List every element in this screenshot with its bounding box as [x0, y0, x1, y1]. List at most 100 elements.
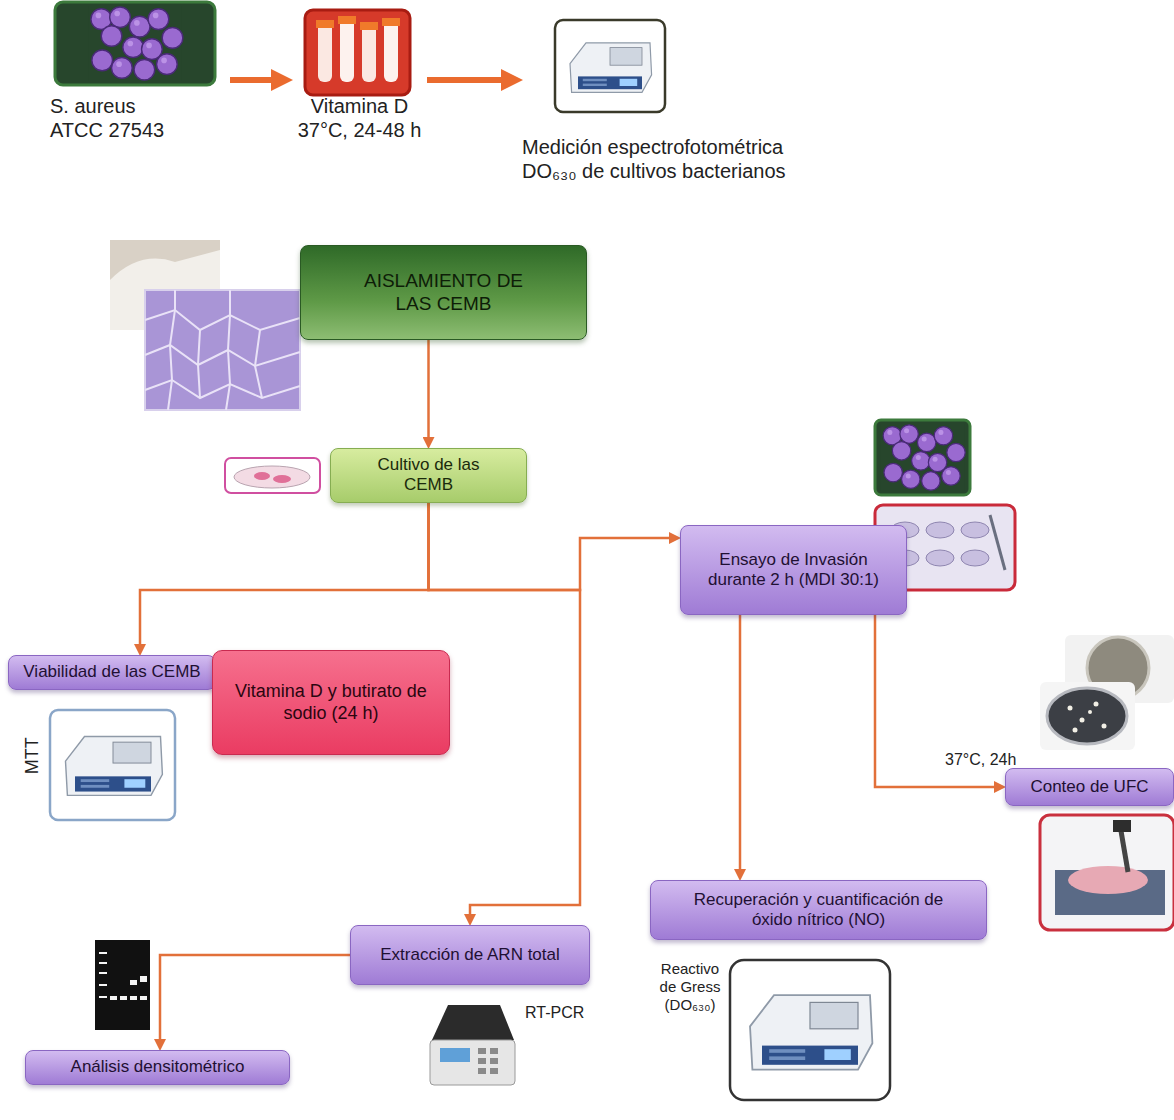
agar-plates [1047, 688, 1127, 744]
colony-counter [1068, 866, 1148, 894]
gel-image [99, 962, 107, 964]
colony-counter [1040, 815, 1174, 930]
petri-dish [254, 472, 270, 480]
agar-plates [1073, 728, 1078, 733]
bacteria-image [88, 6, 183, 81]
flow-arrow [429, 503, 581, 914]
box-text: Conteo de UFC [1030, 777, 1148, 797]
cell-plate-icon [926, 522, 954, 538]
thermocycler [490, 1068, 498, 1074]
spectrophotometer-mtt [50, 710, 175, 820]
process-box: Ensayo de Invasión durante 2 h (MDI 30:1… [680, 525, 907, 615]
gel-image [120, 996, 127, 1000]
process-box: Extracción de ARN total [350, 925, 590, 985]
flow-arrow [230, 77, 271, 83]
colony-counter [1113, 820, 1131, 832]
flow-arrow [429, 503, 670, 590]
process-box: Conteo de UFC [1005, 768, 1174, 806]
bacteria-icon [881, 424, 966, 491]
tubes-image [360, 22, 378, 30]
thermocycler [478, 1048, 498, 1074]
gel-image [99, 996, 107, 998]
box-text: Recuperación y cuantificación de óxido n… [691, 890, 946, 931]
gel-image [95, 940, 150, 1030]
thermocycler [478, 1068, 486, 1074]
petri-dish [273, 475, 291, 483]
box-text: Análisis densitométrico [71, 1057, 245, 1077]
cell-texture [145, 345, 300, 366]
image-caption: Vitamina D 37°C, 24-48 h [295, 94, 425, 142]
image-caption: Medición espectrofotométrica DO₆₃₀ de cu… [522, 135, 827, 183]
box-text: AISLAMIENTO DE LAS CEMB [346, 270, 541, 316]
thermocycler [440, 1048, 470, 1062]
flow-arrow [739, 615, 742, 869]
process-box: Análisis densitométrico [25, 1050, 290, 1085]
agar-plates [1040, 682, 1135, 750]
image-caption-node: S. aureus ATCC 27543 [50, 2, 230, 142]
gel-image [95, 940, 150, 1030]
cell-texture [145, 310, 300, 330]
instrument-label: RT-PCR [525, 1003, 584, 1022]
tubes-image [382, 18, 400, 26]
colony-counter [1040, 815, 1174, 930]
process-box: Viabilidad de las CEMB [8, 655, 216, 690]
cell-texture [198, 330, 200, 398]
spectrophotometer-griess [730, 960, 890, 1100]
thermocycler [490, 1048, 498, 1054]
bacteria-icon [875, 420, 970, 495]
assay-label: MTT [22, 737, 44, 774]
spectrophotometer-image [555, 20, 665, 112]
flow-arrow [160, 955, 350, 1039]
agar-plates [1088, 710, 1092, 714]
gel-image [130, 980, 137, 985]
petri-dish [234, 466, 310, 488]
cell-texture [145, 290, 300, 410]
process-box: Recuperación y cuantificación de óxido n… [650, 880, 987, 940]
box-text: Vitamina D y butirato de sodio (24 h) [221, 681, 441, 724]
thermocycler [430, 1005, 515, 1085]
gel-image [99, 952, 147, 1000]
spectrophotometer-image [555, 20, 665, 112]
gel-image [99, 972, 107, 974]
thermocycler [490, 1058, 498, 1064]
cell-plate-icon [990, 515, 1005, 570]
thermocycler [430, 1040, 515, 1085]
cell-texture [226, 290, 230, 410]
spectrophotometer-griess [730, 960, 890, 1100]
bacteria-icon [875, 420, 970, 495]
box-text: Extracción de ARN total [380, 945, 560, 965]
cell-texture [168, 290, 175, 410]
treatment-box: Vitamina D y butirato de sodio (24 h) [212, 650, 450, 755]
thermocycler [478, 1058, 486, 1064]
gel-image [99, 984, 107, 986]
cell-texture [145, 290, 300, 410]
tubes-image [305, 10, 410, 95]
gel-image [110, 996, 117, 1000]
cell-plate-icon [961, 550, 989, 566]
cell-plate-icon [961, 522, 989, 538]
agar-plates [1080, 718, 1085, 723]
spectrophotometer-image [570, 43, 652, 93]
incubation-label: 37°C, 24h [945, 750, 1016, 769]
tubes-image [338, 16, 356, 24]
tubes-image [340, 18, 354, 82]
tubes-image [384, 20, 398, 82]
colony-counter [1120, 825, 1128, 872]
cell-texture [145, 290, 300, 410]
spectrophotometer-mtt [50, 710, 175, 820]
agar-plates [1068, 702, 1107, 733]
flow-arrow [140, 503, 429, 644]
gel-image [130, 996, 137, 1000]
cell-plate-icon [926, 550, 954, 566]
image-caption-node: Vitamina D 37°C, 24-48 h [292, 2, 427, 142]
box-text: Cultivo de las CEMB [351, 455, 506, 496]
gel-image [140, 996, 147, 1000]
thermocycler [478, 1048, 486, 1054]
spectrophotometer-mtt [66, 736, 163, 795]
agar-plates [1068, 706, 1073, 711]
flow-arrow [427, 340, 430, 437]
agar-plates [1102, 724, 1107, 729]
tubes-image [305, 10, 410, 95]
image-caption-node: Medición espectrofotométrica DO₆₃₀ de cu… [522, 15, 902, 183]
